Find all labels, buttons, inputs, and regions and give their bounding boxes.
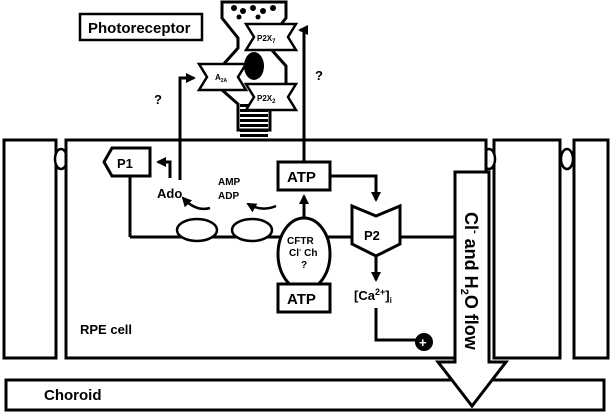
svg-text:P2X7: P2X7 [257, 34, 276, 45]
p2x2-receptor: P2X2 [243, 82, 299, 112]
p2-receptor: P2 [350, 203, 402, 258]
rpe-cell-label: RPE cell [80, 322, 132, 337]
cl-ch-suffix: Ch [301, 248, 317, 259]
svg-text:Cl- Ch: Cl- Ch [289, 247, 317, 259]
a2a-sub: 2A [221, 78, 228, 84]
question-left: ? [154, 92, 162, 107]
hydrolysis-arrow-right [246, 202, 277, 213]
ado-label: Ado [157, 186, 182, 201]
p1-receptor: P1 [102, 146, 152, 178]
photoreceptor-label: Photoreceptor [88, 20, 191, 37]
calcium-close: ] [385, 288, 389, 303]
plus-sign: + [419, 335, 427, 350]
svg-text:[Ca2+]i: [Ca2+]i [354, 287, 392, 305]
amp-label: AMP [218, 177, 241, 188]
photoreceptor-nucleus [244, 52, 264, 80]
a2a-label: A [215, 73, 221, 82]
cftr-channel: CFTR Cl- Ch ? [276, 216, 332, 292]
svg-text:P2X2: P2X2 [257, 94, 276, 105]
a2a-receptor: A2A [196, 62, 249, 92]
adp-label: ADP [218, 191, 239, 202]
flow-and: and H [461, 234, 481, 289]
atp-to-p2-arrow [330, 174, 381, 202]
calcium-sup: 2+ [375, 287, 385, 297]
calcium-to-flow-line [374, 308, 416, 342]
photoreceptor-label-box: Photoreceptor [78, 12, 204, 42]
stimulation-marker: + [415, 333, 433, 351]
neighbor-cell-right-inner [492, 138, 562, 360]
calcium-sub: i [390, 296, 392, 305]
flow-cl-sup: - [469, 230, 481, 234]
tight-junction-right-b [559, 147, 575, 171]
svg-text:A2A: A2A [215, 73, 228, 84]
atp-intracellular: ATP [276, 282, 332, 314]
ado-to-p1-arrow [156, 157, 172, 178]
p2x7-sub: 7 [272, 39, 276, 45]
p2x2-label: P2X [257, 94, 273, 103]
cl-ch-label: Cl [289, 248, 299, 259]
atp-top-label: ATP [287, 169, 316, 186]
question-right: ? [315, 68, 323, 83]
atp-bottom-label: ATP [287, 291, 316, 308]
p2-label: P2 [364, 228, 380, 243]
chloride-water-flow-arrow: Cl- and H2O flow [434, 170, 510, 409]
p1-label: P1 [117, 156, 133, 171]
ado-to-a2a-arrow [178, 73, 196, 180]
p2x2-sub: 2 [272, 99, 276, 105]
cl-ch-sup: - [299, 247, 302, 254]
flow-h2o-sub: 2 [458, 289, 470, 295]
cftr-label: CFTR [287, 236, 314, 247]
atp-extracellular: ATP [276, 160, 332, 192]
neighbor-cell-left [2, 138, 58, 360]
flow-cl: Cl [461, 212, 481, 230]
p2x7-receptor: P2X7 [243, 22, 299, 52]
cftr-question: ? [301, 260, 307, 271]
atp-to-p2x7-arrow [298, 25, 308, 162]
choroid-layer: Choroid [4, 378, 606, 412]
svg-text:Cl- and H2O flow: Cl- and H2O flow [458, 212, 481, 351]
flow-o: O flow [461, 295, 481, 351]
ectonucleotidase-right [230, 217, 274, 243]
hydrolysis-arrow-left [181, 196, 211, 211]
calcium-label: [Ca [354, 288, 376, 303]
ectonucleotidase-left [175, 217, 219, 243]
choroid-label: Choroid [44, 387, 102, 404]
neighbor-cell-right-outer [572, 138, 610, 360]
p2x7-label: P2X [257, 34, 273, 43]
